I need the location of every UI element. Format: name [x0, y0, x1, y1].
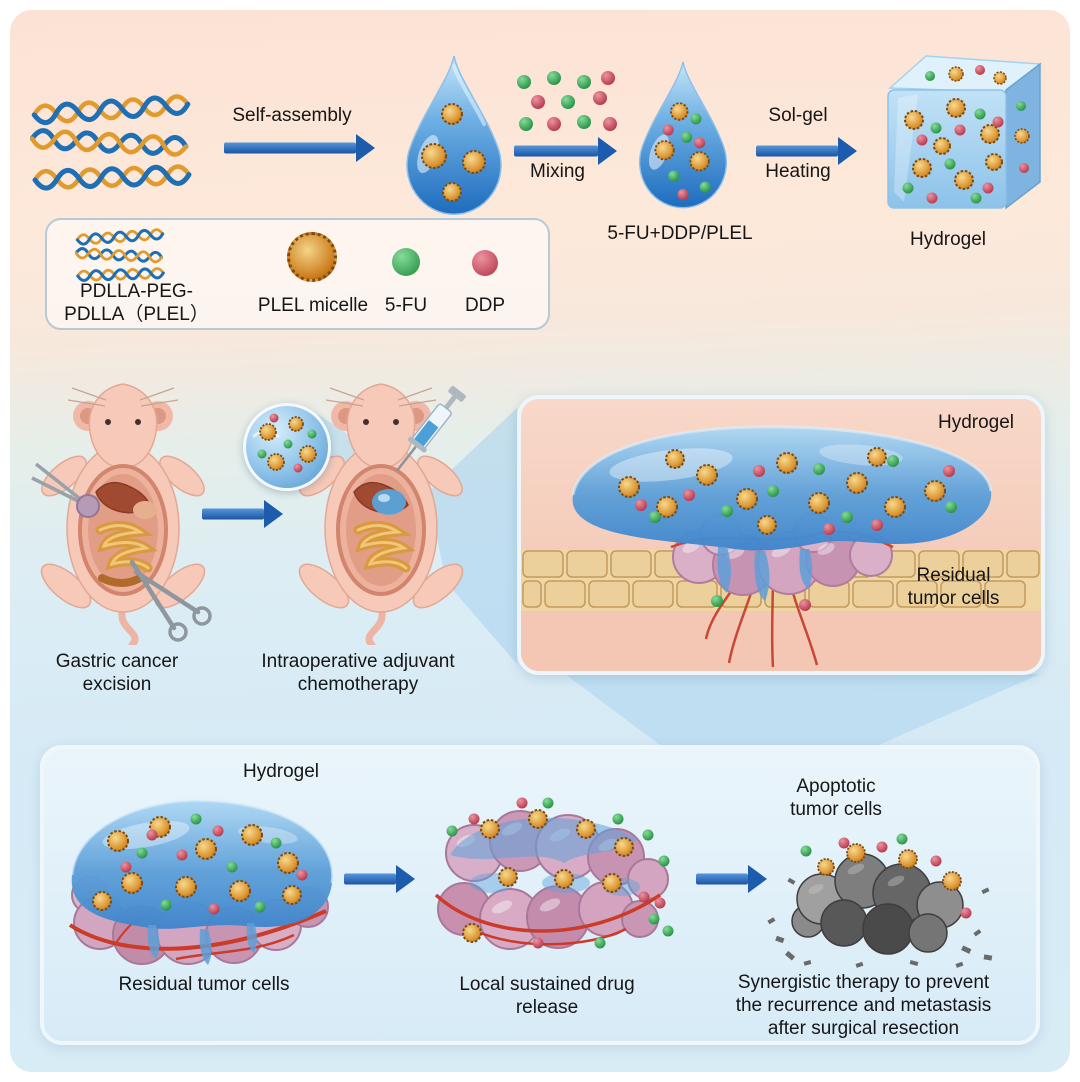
stage1-label: Residual tumor cells: [118, 974, 290, 995]
mouse-chemotherapy-illustration: [298, 383, 466, 645]
plel-micelle-droplet-illustration: [406, 55, 502, 215]
heating-label: Heating: [765, 161, 831, 182]
self-assembly-arrow: [224, 134, 375, 162]
mouse-gastric-excision-illustration: [31, 383, 212, 645]
apoptotic-tumor-illustration: [767, 833, 993, 968]
legend-box: PDLLA-PEG-PDLLA（PLEL） PLEL micelle 5-FU …: [45, 218, 550, 330]
bottom-hydrogel-label: Hydrogel: [242, 761, 320, 782]
ddp-label: DDP: [464, 295, 506, 316]
self-assembly-label: Self-assembly: [232, 105, 352, 126]
plel-polymer-chains-illustration: [30, 94, 192, 191]
mixing-arrow: [514, 137, 617, 165]
mixing-label: Mixing: [530, 161, 585, 182]
stage3-caption: Synergistic therapy to prevent the recur…: [735, 972, 992, 1039]
drug-loaded-droplet-illustration: [638, 61, 728, 209]
free-drug-dots-illustration: [517, 71, 617, 131]
plel-polymer-label: PDLLA-PEG-PDLLA（PLEL）: [64, 281, 209, 325]
legend-polymer-chains-icon: [75, 228, 165, 282]
gel-zoom-content: [252, 413, 317, 473]
gel-covered-tumor-illustration: [68, 798, 335, 965]
mice-step-arrow: [202, 500, 283, 528]
therapy-sequence-box: Hydrogel: [40, 745, 1040, 1045]
stage2-arrow: [696, 865, 767, 893]
drug-release-tumor-illustration: [434, 797, 674, 950]
scissors-icon: [129, 559, 201, 631]
plel-micelle-label: PLEL micelle: [257, 295, 369, 316]
syringe-icon: [395, 385, 466, 472]
ddp-drug-icon: [472, 250, 498, 276]
drug-plel-mixture-label: 5-FU+DDP/PLEL: [607, 223, 753, 244]
plel-micelle-icon: [287, 232, 337, 282]
stage1-arrow: [344, 865, 415, 893]
hydrogel-label-top: Hydrogel: [909, 229, 987, 250]
hydrogel-on-tumor-illustration: [521, 399, 1041, 671]
forceps-icon: [31, 462, 86, 506]
sol-gel-label: Sol-gel: [768, 105, 828, 126]
fu-label: 5-FU: [384, 295, 428, 316]
fu-drug-icon: [392, 248, 420, 276]
inset-hydrogel-label: Hydrogel: [937, 412, 1015, 433]
hydrogel-cube-illustration: [887, 55, 1042, 210]
sol-gel-arrow: [756, 137, 857, 165]
gel-zoom-circle: [243, 403, 331, 491]
